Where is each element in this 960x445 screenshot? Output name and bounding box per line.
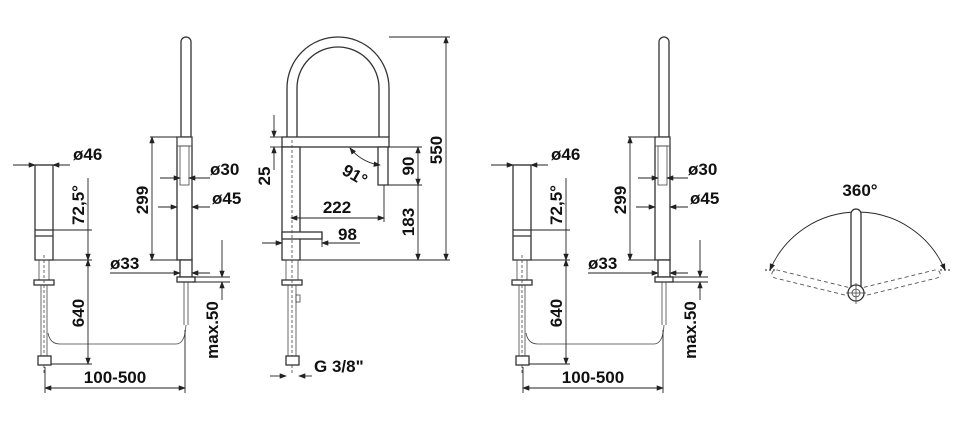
pipe-length-label: 640 <box>69 299 88 327</box>
distance-label: 100-500 <box>562 368 624 387</box>
spout-length-label: 299 <box>133 186 152 214</box>
hole-diameter-label: ø33 <box>588 254 617 273</box>
max-thickness-label: max.50 <box>681 301 700 359</box>
front-view: 25 91° 90 550 183 222 98 G 3/8" <box>255 36 450 379</box>
upper-diameter-label: ø30 <box>688 160 717 179</box>
upper-diameter-label: ø30 <box>210 160 239 179</box>
side-view-left: ø46 72,5° 640 299 ø30 ø45 ø33 max.50 100… <box>13 37 241 393</box>
base-diameter-label: ø46 <box>73 145 102 164</box>
body-diameter-label: ø45 <box>212 189 241 208</box>
head-height-label: 90 <box>399 157 418 176</box>
lever-length-label: 98 <box>338 225 357 244</box>
head-angle-label: 91° <box>339 161 371 190</box>
body-diameter-label: ø45 <box>690 189 719 208</box>
side-view-right: ø46 72,5° 640 299 ø30 ø45 ø33 max.50 100… <box>491 37 719 393</box>
pipe-length-label: 640 <box>547 299 566 327</box>
max-thickness-label: max.50 <box>203 301 222 359</box>
angle-label: 72,5° <box>547 185 566 225</box>
base-diameter-label: ø46 <box>551 145 580 164</box>
distance-label: 100-500 <box>84 368 146 387</box>
plan-view: 360° <box>765 181 950 304</box>
angle-label: 72,5° <box>69 185 88 225</box>
spout-height-label: 183 <box>399 208 418 236</box>
rotation-label: 360° <box>842 181 877 200</box>
connection-label: G 3/8" <box>314 357 364 376</box>
head-offset-label: 25 <box>255 167 274 186</box>
spout-length-label: 299 <box>611 186 630 214</box>
reach-label: 222 <box>323 198 351 217</box>
total-height-label: 550 <box>427 136 446 164</box>
hole-diameter-label: ø33 <box>110 254 139 273</box>
